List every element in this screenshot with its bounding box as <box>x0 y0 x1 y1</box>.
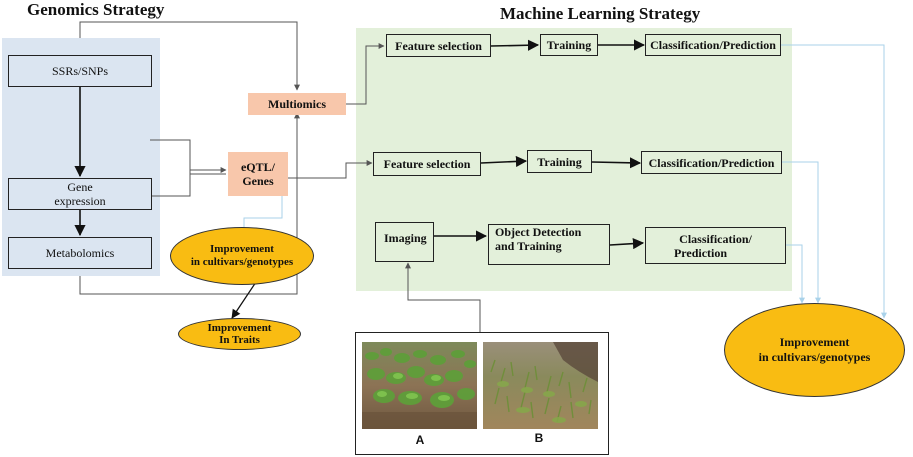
node-classification-1: Classification/Prediction <box>645 34 781 56</box>
seedlings-illustration-a <box>362 342 477 429</box>
outcome-traits-line-1: Improvement <box>207 322 272 334</box>
node-eqtl-genes: eQTL/ Genes <box>228 152 288 196</box>
node-object-detection: Object Detection and Training <box>488 224 610 265</box>
classification-3-line-1: Classification/ <box>679 231 752 246</box>
node-training-2: Training <box>527 150 592 173</box>
eqtl-line-2: Genes <box>242 174 274 188</box>
outcome-genomics-line-2: in cultivars/genotypes <box>190 256 294 268</box>
ml-heading: Machine Learning Strategy <box>500 4 701 23</box>
photo-a-seedlings <box>362 342 477 429</box>
outcome-final-improvement: Improvement in cultivars/genotypes <box>724 303 905 397</box>
outcome-final-line-1: Improvement <box>779 335 850 349</box>
outcome-genomics-line-1: Improvement <box>210 243 274 255</box>
gene-expression-line-1: Gene <box>67 180 93 194</box>
edge-class1-to-final <box>781 44 887 319</box>
node-gene-expression: Gene expression <box>8 178 152 210</box>
field-illustration-b <box>483 342 598 429</box>
eqtl-line-1: eQTL/ <box>240 160 275 174</box>
photo-a-label: A <box>415 433 425 447</box>
photo-b-field <box>483 342 598 429</box>
node-training-1: Training <box>540 34 598 56</box>
node-metabolomics: Metabolomics <box>8 237 152 269</box>
gene-expression-line-2: expression <box>54 194 106 208</box>
outcome-final-line-2: in cultivars/genotypes <box>758 350 871 364</box>
node-multiomics: Multiomics <box>248 93 346 115</box>
classification-3-line-2: Prediction <box>673 245 728 260</box>
object-detection-line-2: and Training <box>495 239 562 253</box>
field-photos-frame: A B <box>355 332 609 455</box>
genomics-heading: Genomics Strategy <box>27 0 165 19</box>
node-feature-selection-2: Feature selection <box>373 152 481 176</box>
node-classification-2: Classification/Prediction <box>641 151 782 174</box>
object-detection-line-1: Object Detection <box>495 225 582 239</box>
node-classification-3: Classification/ Prediction <box>645 227 786 264</box>
outcome-traits-line-2: In Traits <box>219 334 260 346</box>
outcome-trait-improvement: Improvement In Traits <box>178 318 301 350</box>
node-ssrs-snps: SSRs/SNPs <box>8 55 152 87</box>
node-feature-selection-1: Feature selection <box>386 34 491 57</box>
node-imaging: Imaging <box>375 222 434 262</box>
edge-improvement-to-traits <box>231 281 257 319</box>
photo-b-label: B <box>534 431 544 445</box>
outcome-genomics-improvement: Improvement in cultivars/genotypes <box>170 227 314 285</box>
